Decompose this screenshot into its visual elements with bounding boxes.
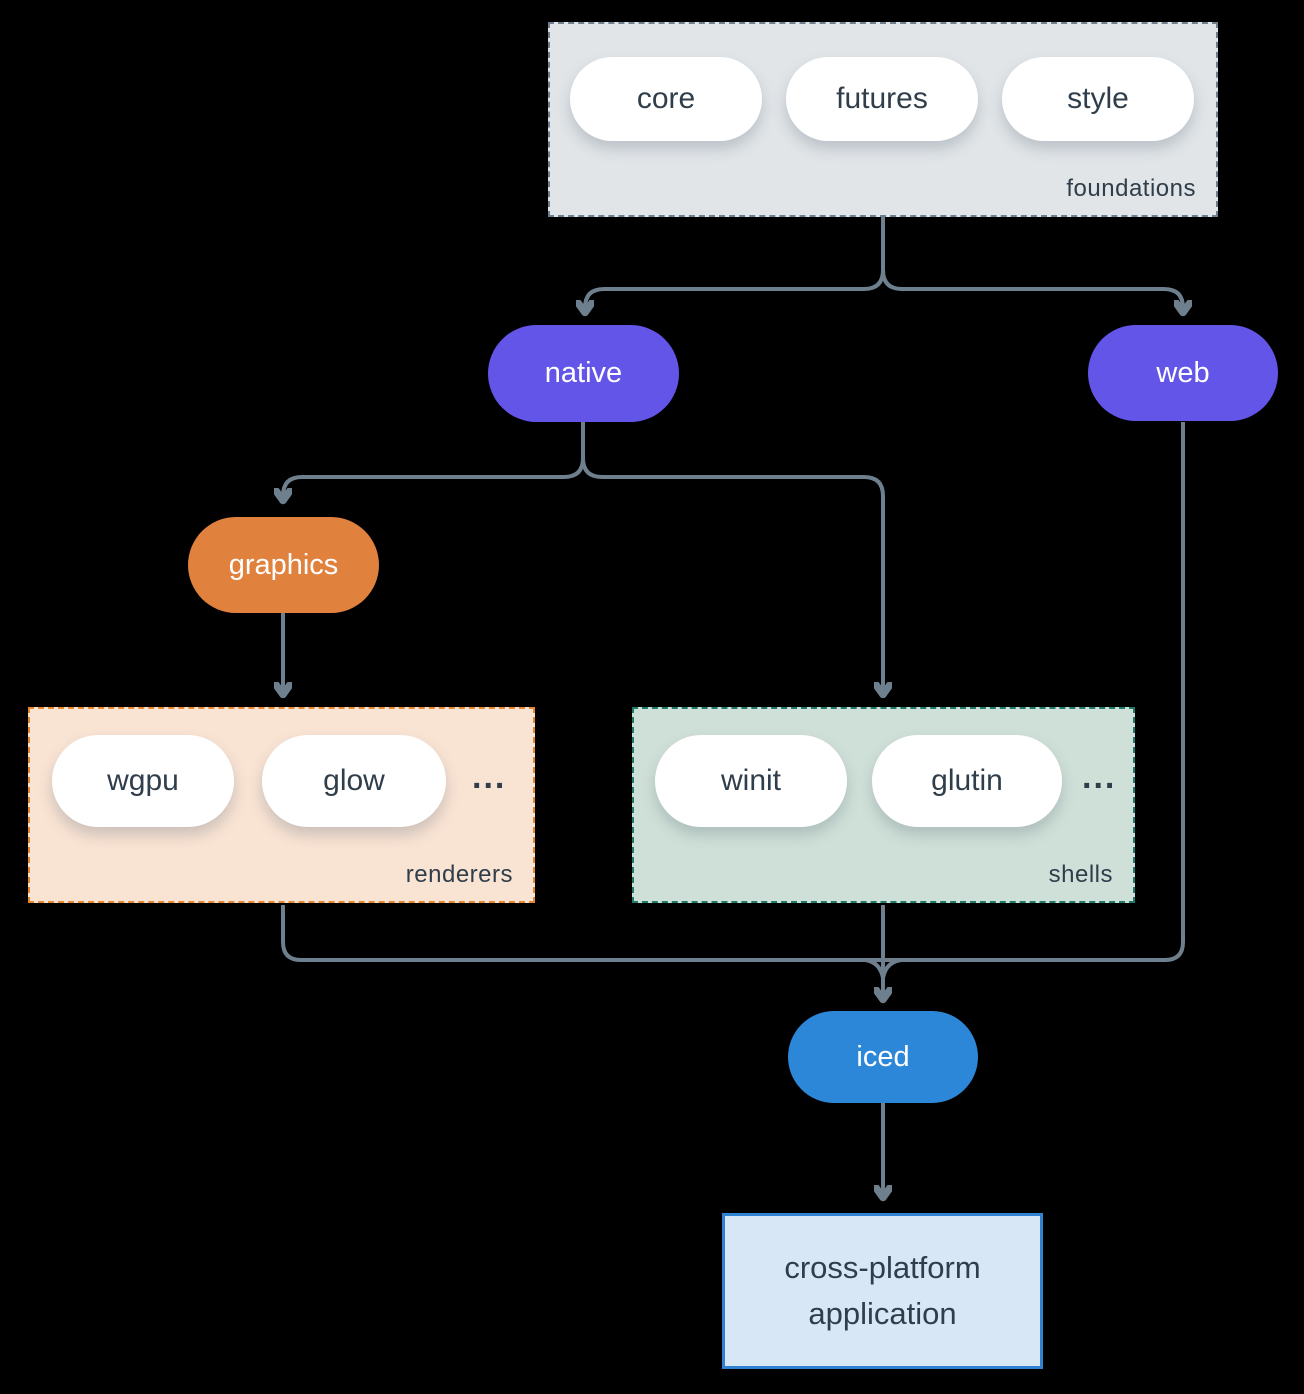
- node-iced: iced: [788, 1011, 978, 1103]
- edge-foundations-native: [585, 269, 885, 312]
- group-renderers-label: renderers: [405, 861, 513, 888]
- node-native: native: [488, 325, 679, 422]
- shells-ellipsis: ...: [1082, 758, 1117, 796]
- node-cross-platform-application: cross-platform application: [722, 1213, 1043, 1369]
- node-core: core: [570, 57, 762, 141]
- edge-foundations-web: [881, 269, 1183, 312]
- node-glow: glow: [262, 735, 446, 827]
- group-foundations-label: foundations: [1066, 175, 1196, 202]
- node-winit: winit: [655, 735, 847, 827]
- node-wgpu: wgpu: [52, 735, 234, 827]
- group-shells-label: shells: [1048, 861, 1113, 888]
- node-style: style: [1002, 57, 1194, 141]
- edge-renderers-merge: [281, 905, 883, 962]
- edge-merge-flare-right: [881, 958, 902, 979]
- node-futures: futures: [786, 57, 978, 141]
- edge-native-graphics: [283, 457, 585, 500]
- renderers-ellipsis: ...: [472, 758, 507, 796]
- edge-merge-flare-left: [864, 958, 885, 979]
- edge-native-shells: [581, 457, 883, 694]
- node-glutin: glutin: [872, 735, 1062, 827]
- node-graphics: graphics: [188, 517, 379, 613]
- edge-web-merge: [883, 422, 1185, 962]
- node-web: web: [1088, 325, 1278, 421]
